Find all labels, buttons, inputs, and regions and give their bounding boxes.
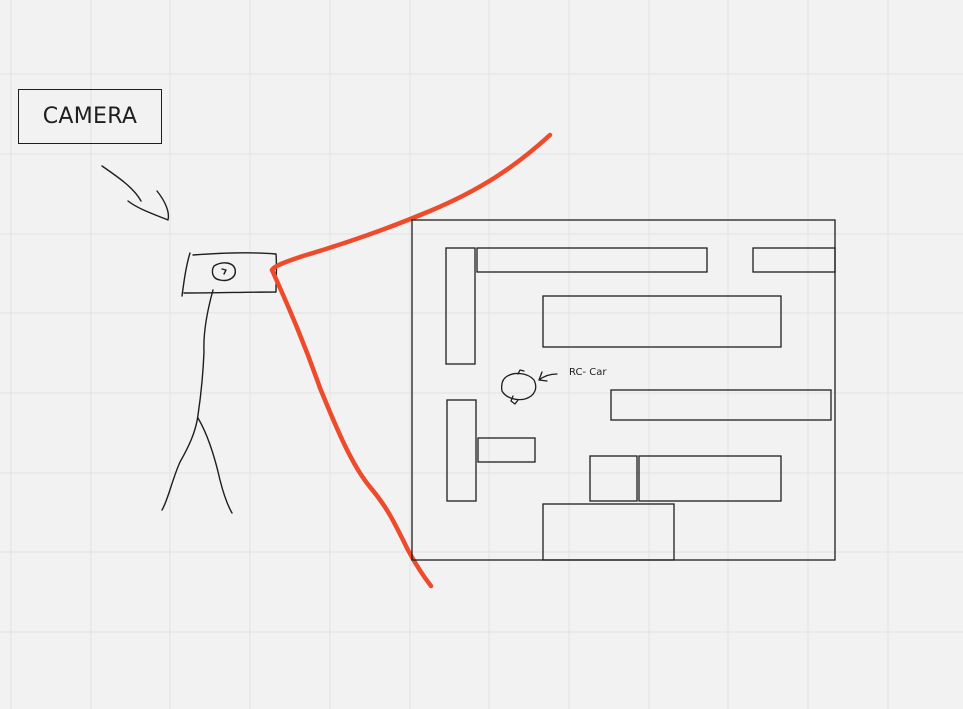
rc-car-label: RC- Car [569,367,607,378]
obstacle [476,247,708,273]
obstacle [446,399,477,502]
camera-label-box: CAMERA [18,89,162,144]
obstacle [638,455,782,502]
camera-label-text: CAMERA [42,104,138,129]
rc-car-icon [500,369,537,405]
tripod-icon [161,289,214,511]
obstacle [542,503,675,561]
rc-car-pointer-arrow [538,371,558,382]
obstacle [610,389,832,421]
obstacle [589,455,638,502]
camera-field-of-view [269,132,553,589]
obstacle [752,247,836,273]
camera-pointer-arrow [101,165,170,221]
camera-on-tripod [161,252,278,514]
obstacle [542,295,782,348]
obstacle [477,437,536,463]
camera-body [181,252,278,297]
camera-lens-icon [211,262,236,282]
obstacle [445,247,476,365]
track-layout [411,219,836,561]
